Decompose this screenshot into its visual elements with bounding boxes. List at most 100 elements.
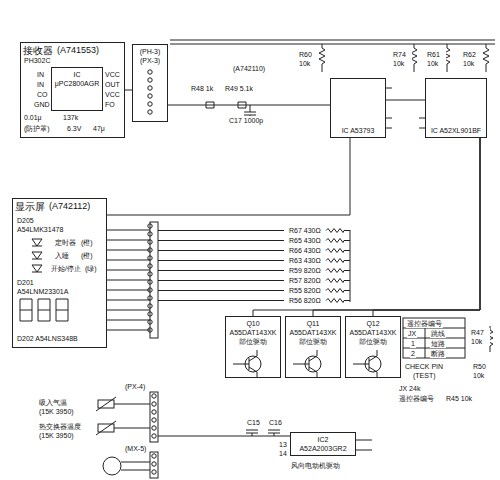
pin-name: FO (104, 100, 116, 109)
connector-pin (148, 224, 152, 228)
pin-name: CO (36, 90, 49, 99)
led-color: (橙) (80, 238, 94, 247)
table-cell: 2 (410, 349, 416, 358)
connector-pin (148, 264, 152, 268)
transistor-box: Q10A55DAT143XK部位驱动 (225, 316, 281, 378)
led-symbol (32, 239, 42, 246)
transistor-box: Q12A55DAT143XK部位驱动 (345, 316, 401, 378)
node-title: IC A52XL901BF (431, 126, 481, 135)
node-text: 部位驱动 (299, 337, 327, 346)
led-symbol (32, 239, 42, 272)
table-cell: 跳线 (430, 329, 446, 338)
seven-segment-display (56, 299, 68, 321)
led-symbol (32, 252, 42, 259)
resistor-label: R67 430Ω (288, 226, 322, 235)
display-wire (107, 280, 150, 281)
signal-wire (168, 105, 330, 106)
display-wire (107, 290, 150, 291)
resistor-label: R49 5.1k (224, 84, 254, 93)
thermistor-symbol (96, 397, 150, 435)
connector-pin (152, 462, 156, 466)
ic-chip: IC2A52A2003GR2 (290, 432, 356, 456)
resistor-label: R63 430Ω (288, 256, 322, 265)
node-title: IC2 (318, 435, 329, 444)
node-title: IC A53793 (342, 126, 375, 135)
connector-strip (150, 392, 158, 442)
table-cell: 断路 (430, 349, 446, 358)
led-name: 入睡 (54, 251, 70, 260)
thermistor-symbol (96, 397, 150, 411)
resistor-label: R60 10k (298, 50, 318, 68)
note: 遥控器编号 (398, 394, 435, 403)
node-text: 部位驱动 (239, 337, 267, 346)
signal-wire (107, 138, 350, 215)
sensor-name: 热交换器温度 (38, 422, 82, 431)
transistor-symbol (365, 356, 381, 372)
transistor-box: Q11A55DAT143XK部位驱动 (285, 316, 341, 378)
display-wire (107, 310, 150, 311)
led-name: 定时器 (54, 238, 77, 247)
resistor-label: R45 10k (445, 394, 473, 403)
capacitor-label: C16 (268, 418, 283, 427)
pin-name: VCC (104, 70, 121, 79)
resistor-label: R55 820Ω (288, 286, 322, 295)
jumper-table (403, 328, 465, 358)
connector-pin (148, 102, 152, 106)
part-number: D205 (16, 216, 35, 225)
jumper-table (403, 318, 465, 358)
signal-wire (373, 138, 480, 316)
part-number: PH302C (23, 56, 51, 65)
resistor-symbol (158, 229, 350, 303)
sensor-value: (15K 3950) (38, 407, 75, 416)
part-number: D201 (16, 278, 35, 287)
motor-symbol (121, 462, 150, 470)
pin-number: 14 (278, 449, 288, 458)
led-color: (绿) (84, 264, 98, 273)
display-wire (107, 250, 150, 251)
table-cell: 遥控器编号 (406, 319, 443, 328)
main-bus (386, 88, 425, 128)
test-point: (TEST) (412, 371, 437, 380)
resistor-label: R62 10k (462, 50, 482, 68)
capacitor-symbol (356, 440, 372, 450)
main-bus (483, 44, 489, 72)
connector-pin (148, 110, 152, 114)
jumper-table (403, 318, 465, 358)
display-wire (107, 330, 150, 331)
resistor-label: R59 820Ω (288, 266, 322, 275)
resistor-label: R57 820Ω (288, 276, 322, 285)
table-cell: JX (407, 329, 417, 338)
motor-symbol (103, 457, 150, 475)
part-number: A54LMK31478 (16, 225, 64, 234)
motor-symbol (103, 457, 121, 475)
connector-strip (150, 452, 158, 478)
led-name: 开始/停止 (50, 264, 82, 273)
display-wire (107, 300, 150, 301)
connector-pin (152, 426, 156, 430)
resistor-label: R66 430Ω (288, 246, 322, 255)
pin-name: GND (33, 100, 51, 109)
node-text: A55DAT143XK (290, 328, 337, 337)
connector-pin (152, 470, 156, 474)
transistor-symbol (245, 356, 261, 372)
connector-name: (MX-5) (124, 444, 147, 453)
connector-pin (148, 94, 152, 98)
node-text: A52A2003GR2 (299, 444, 346, 453)
part-number: A54LNM23301A (16, 287, 69, 296)
display-wire (107, 240, 150, 241)
function-note: 风向电动机驱动 (290, 461, 341, 470)
led-color: (橙) (80, 251, 94, 260)
thermistor-symbol (96, 421, 150, 435)
node-title: IC μPC2800AGR (54, 70, 100, 88)
resistor-label: R61 10k (426, 50, 446, 68)
resistor-label: R65 430Ω (288, 236, 322, 245)
connector-pin (152, 418, 156, 422)
connector-pin (152, 394, 156, 398)
resistor-label: R48 1k (190, 84, 214, 93)
node-title: 接收器 (23, 45, 53, 56)
connector-pin (152, 410, 156, 414)
component-value: 47μ (92, 124, 106, 133)
part-name: (防护罩) (23, 124, 51, 133)
pin-name: OUT (104, 80, 121, 89)
